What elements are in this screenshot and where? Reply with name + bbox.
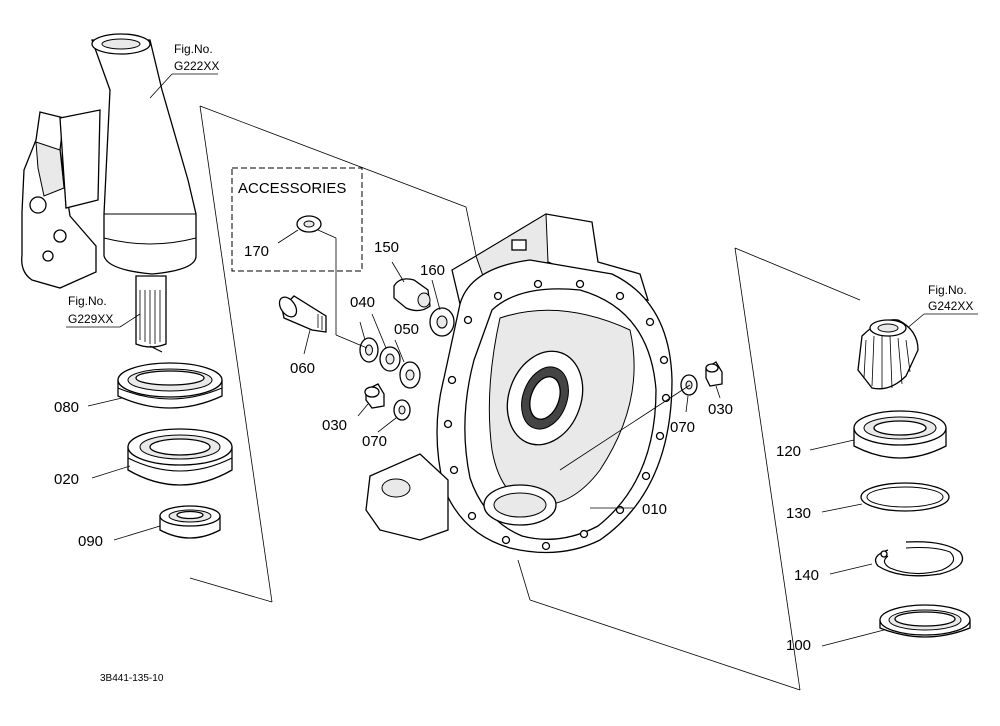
svg-text:G242XX: G242XX: [928, 299, 973, 313]
label-010: 010: [642, 501, 667, 518]
accessories-box: ACCESSORIES: [231, 167, 363, 272]
leader-lines: [87, 397, 885, 647]
part-080-seal: [117, 362, 223, 409]
part-090-small-bearing: [159, 505, 221, 539]
label-120: 120: [776, 443, 801, 460]
accessories-title: ACCESSORIES: [238, 180, 346, 197]
flange-bolt-holes: [443, 279, 671, 551]
label-050: 050: [394, 321, 419, 338]
part-060-pin: [278, 295, 327, 355]
exploded-view-boundary-lines: [189, 105, 861, 691]
part-140-snap-ring: [874, 541, 964, 577]
label-160: 160: [420, 262, 445, 279]
part-030-070-left: [357, 383, 411, 433]
label-070-right: 070: [670, 419, 695, 436]
part-120-bearing: [853, 410, 947, 459]
label-030-left: 030: [322, 417, 347, 434]
svg-text:Fig.No.: Fig.No.: [928, 283, 967, 297]
part-030-070-right: [559, 361, 723, 471]
part-100-seal: [879, 604, 971, 638]
label-080: 080: [54, 399, 79, 416]
label-170: 170: [244, 243, 269, 260]
steering-knuckle-housing: [21, 33, 197, 353]
part-130-ring: [860, 482, 950, 512]
label-060: 060: [290, 360, 315, 377]
bevel-gear-g242: [857, 319, 919, 390]
fig-ref-g222: Fig.No. G222XX: [149, 42, 219, 99]
svg-text:G222XX: G222XX: [174, 59, 219, 73]
fig-ref-g229: Fig.No. G229XX: [66, 294, 141, 328]
label-040: 040: [350, 294, 375, 311]
label-020: 020: [54, 471, 79, 488]
label-030-right: 030: [708, 401, 733, 418]
label-100: 100: [786, 637, 811, 654]
drawing-code: 3B441-135-10: [100, 673, 164, 684]
label-090: 090: [78, 533, 103, 550]
label-130: 130: [786, 505, 811, 522]
part-020-bearing: [127, 428, 233, 486]
fig-ref-g242: Fig.No. G242XX: [904, 283, 978, 331]
svg-text:Fig.No.: Fig.No.: [174, 42, 213, 56]
label-150: 150: [374, 239, 399, 256]
label-140: 140: [794, 567, 819, 584]
part-labels: 010 020 030 030 040 050 060 070 070 080 …: [54, 239, 819, 654]
svg-text:G229XX: G229XX: [68, 312, 113, 326]
part-040-050-washers: [335, 313, 421, 389]
svg-text:Fig.No.: Fig.No.: [68, 294, 107, 308]
label-070-left: 070: [362, 433, 387, 450]
part-010-gear-case: [365, 213, 673, 554]
